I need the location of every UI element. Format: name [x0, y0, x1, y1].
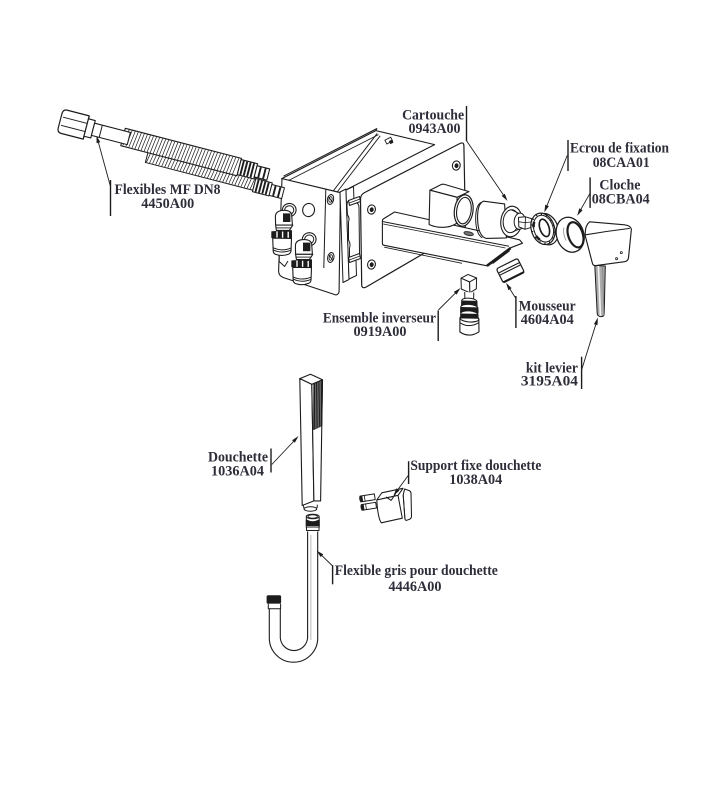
svg-text:3195A04: 3195A04 — [521, 373, 578, 390]
svg-text:Cloche: Cloche — [599, 177, 640, 194]
svg-text:4604A04: 4604A04 — [521, 311, 574, 328]
svg-text:Flexible gris pour douchette: Flexible gris pour douchette — [335, 562, 498, 579]
svg-text:Flexibles MF DN8: Flexibles MF DN8 — [115, 181, 221, 198]
svg-text:1038A04: 1038A04 — [449, 471, 502, 488]
svg-text:4450A00: 4450A00 — [141, 195, 194, 212]
svg-text:Douchette: Douchette — [208, 449, 268, 466]
svg-text:Ecrou de fixation: Ecrou de fixation — [570, 140, 669, 157]
svg-text:0943A00: 0943A00 — [409, 120, 461, 137]
svg-text:kit levier: kit levier — [526, 360, 578, 377]
svg-text:Ensemble inverseur: Ensemble inverseur — [323, 309, 436, 326]
svg-text:08CBA04: 08CBA04 — [592, 191, 650, 208]
svg-text:08CAA01: 08CAA01 — [593, 154, 650, 171]
svg-text:1036A04: 1036A04 — [211, 463, 264, 480]
svg-text:0919A00: 0919A00 — [354, 323, 407, 340]
svg-text:Mousseur: Mousseur — [519, 298, 576, 315]
svg-text:Cartouche: Cartouche — [402, 107, 464, 124]
svg-text:Support fixe douchette: Support fixe douchette — [410, 457, 541, 474]
svg-text:4446A00: 4446A00 — [389, 578, 442, 595]
